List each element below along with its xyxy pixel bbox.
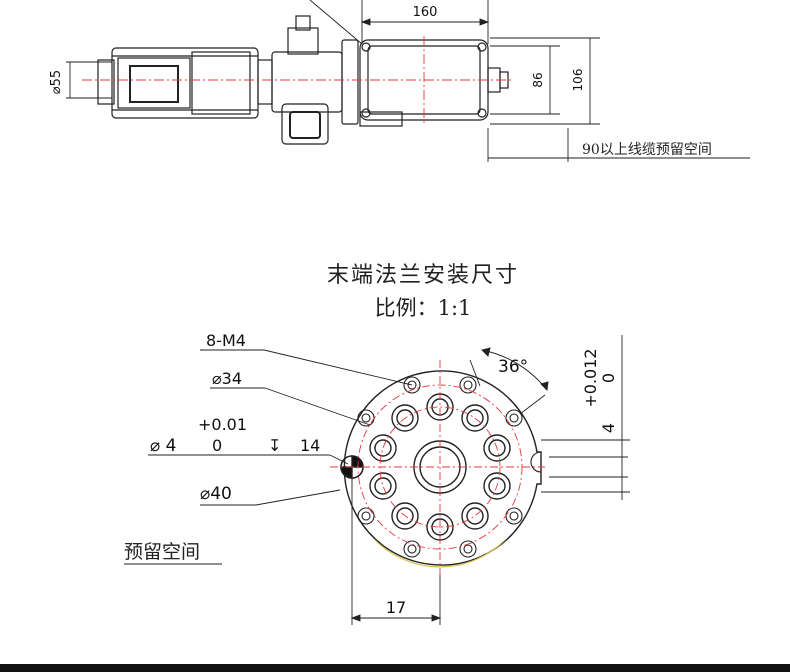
bottom-dim: 17 <box>386 598 406 617</box>
tol-lower: 0 <box>212 436 222 455</box>
flange-view <box>340 370 542 566</box>
right-tol-upper: +0.012 <box>581 348 600 407</box>
cable-note-text: 90以上线缆预留空间 <box>582 142 712 158</box>
right-dim: 4 <box>599 423 618 433</box>
reserve-label: 预留空间 <box>124 541 200 563</box>
dim-106-text: 106 <box>571 69 585 92</box>
dia34-label: ⌀34 <box>212 369 242 388</box>
angle-label: 36° <box>498 357 528 377</box>
accent-arc <box>374 539 506 568</box>
flange-title: 末端法兰安装尺寸 <box>327 263 519 288</box>
top-view <box>97 0 509 145</box>
dim-86-text: 86 <box>531 72 545 87</box>
bottom-bar <box>0 664 790 672</box>
flange-scale: 比例：1:1 <box>375 296 472 320</box>
flange-dimensions <box>124 335 630 625</box>
right-tol-lower: 0 <box>599 373 618 383</box>
tol-upper: +0.01 <box>198 415 247 434</box>
dim-dia-text: ⌀55 <box>49 70 64 94</box>
dim-width-text: 160 <box>413 5 438 20</box>
depth-symbol: ↧ <box>268 436 281 455</box>
dia4-label: ⌀ 4 <box>150 436 176 456</box>
top-dimensions <box>66 0 750 162</box>
dia40-label: ⌀40 <box>200 484 232 504</box>
top-center-lines <box>82 36 512 124</box>
flange-center-lines <box>330 360 545 575</box>
depth-value: 14 <box>300 436 320 455</box>
screw-label: 8-M4 <box>206 331 246 350</box>
